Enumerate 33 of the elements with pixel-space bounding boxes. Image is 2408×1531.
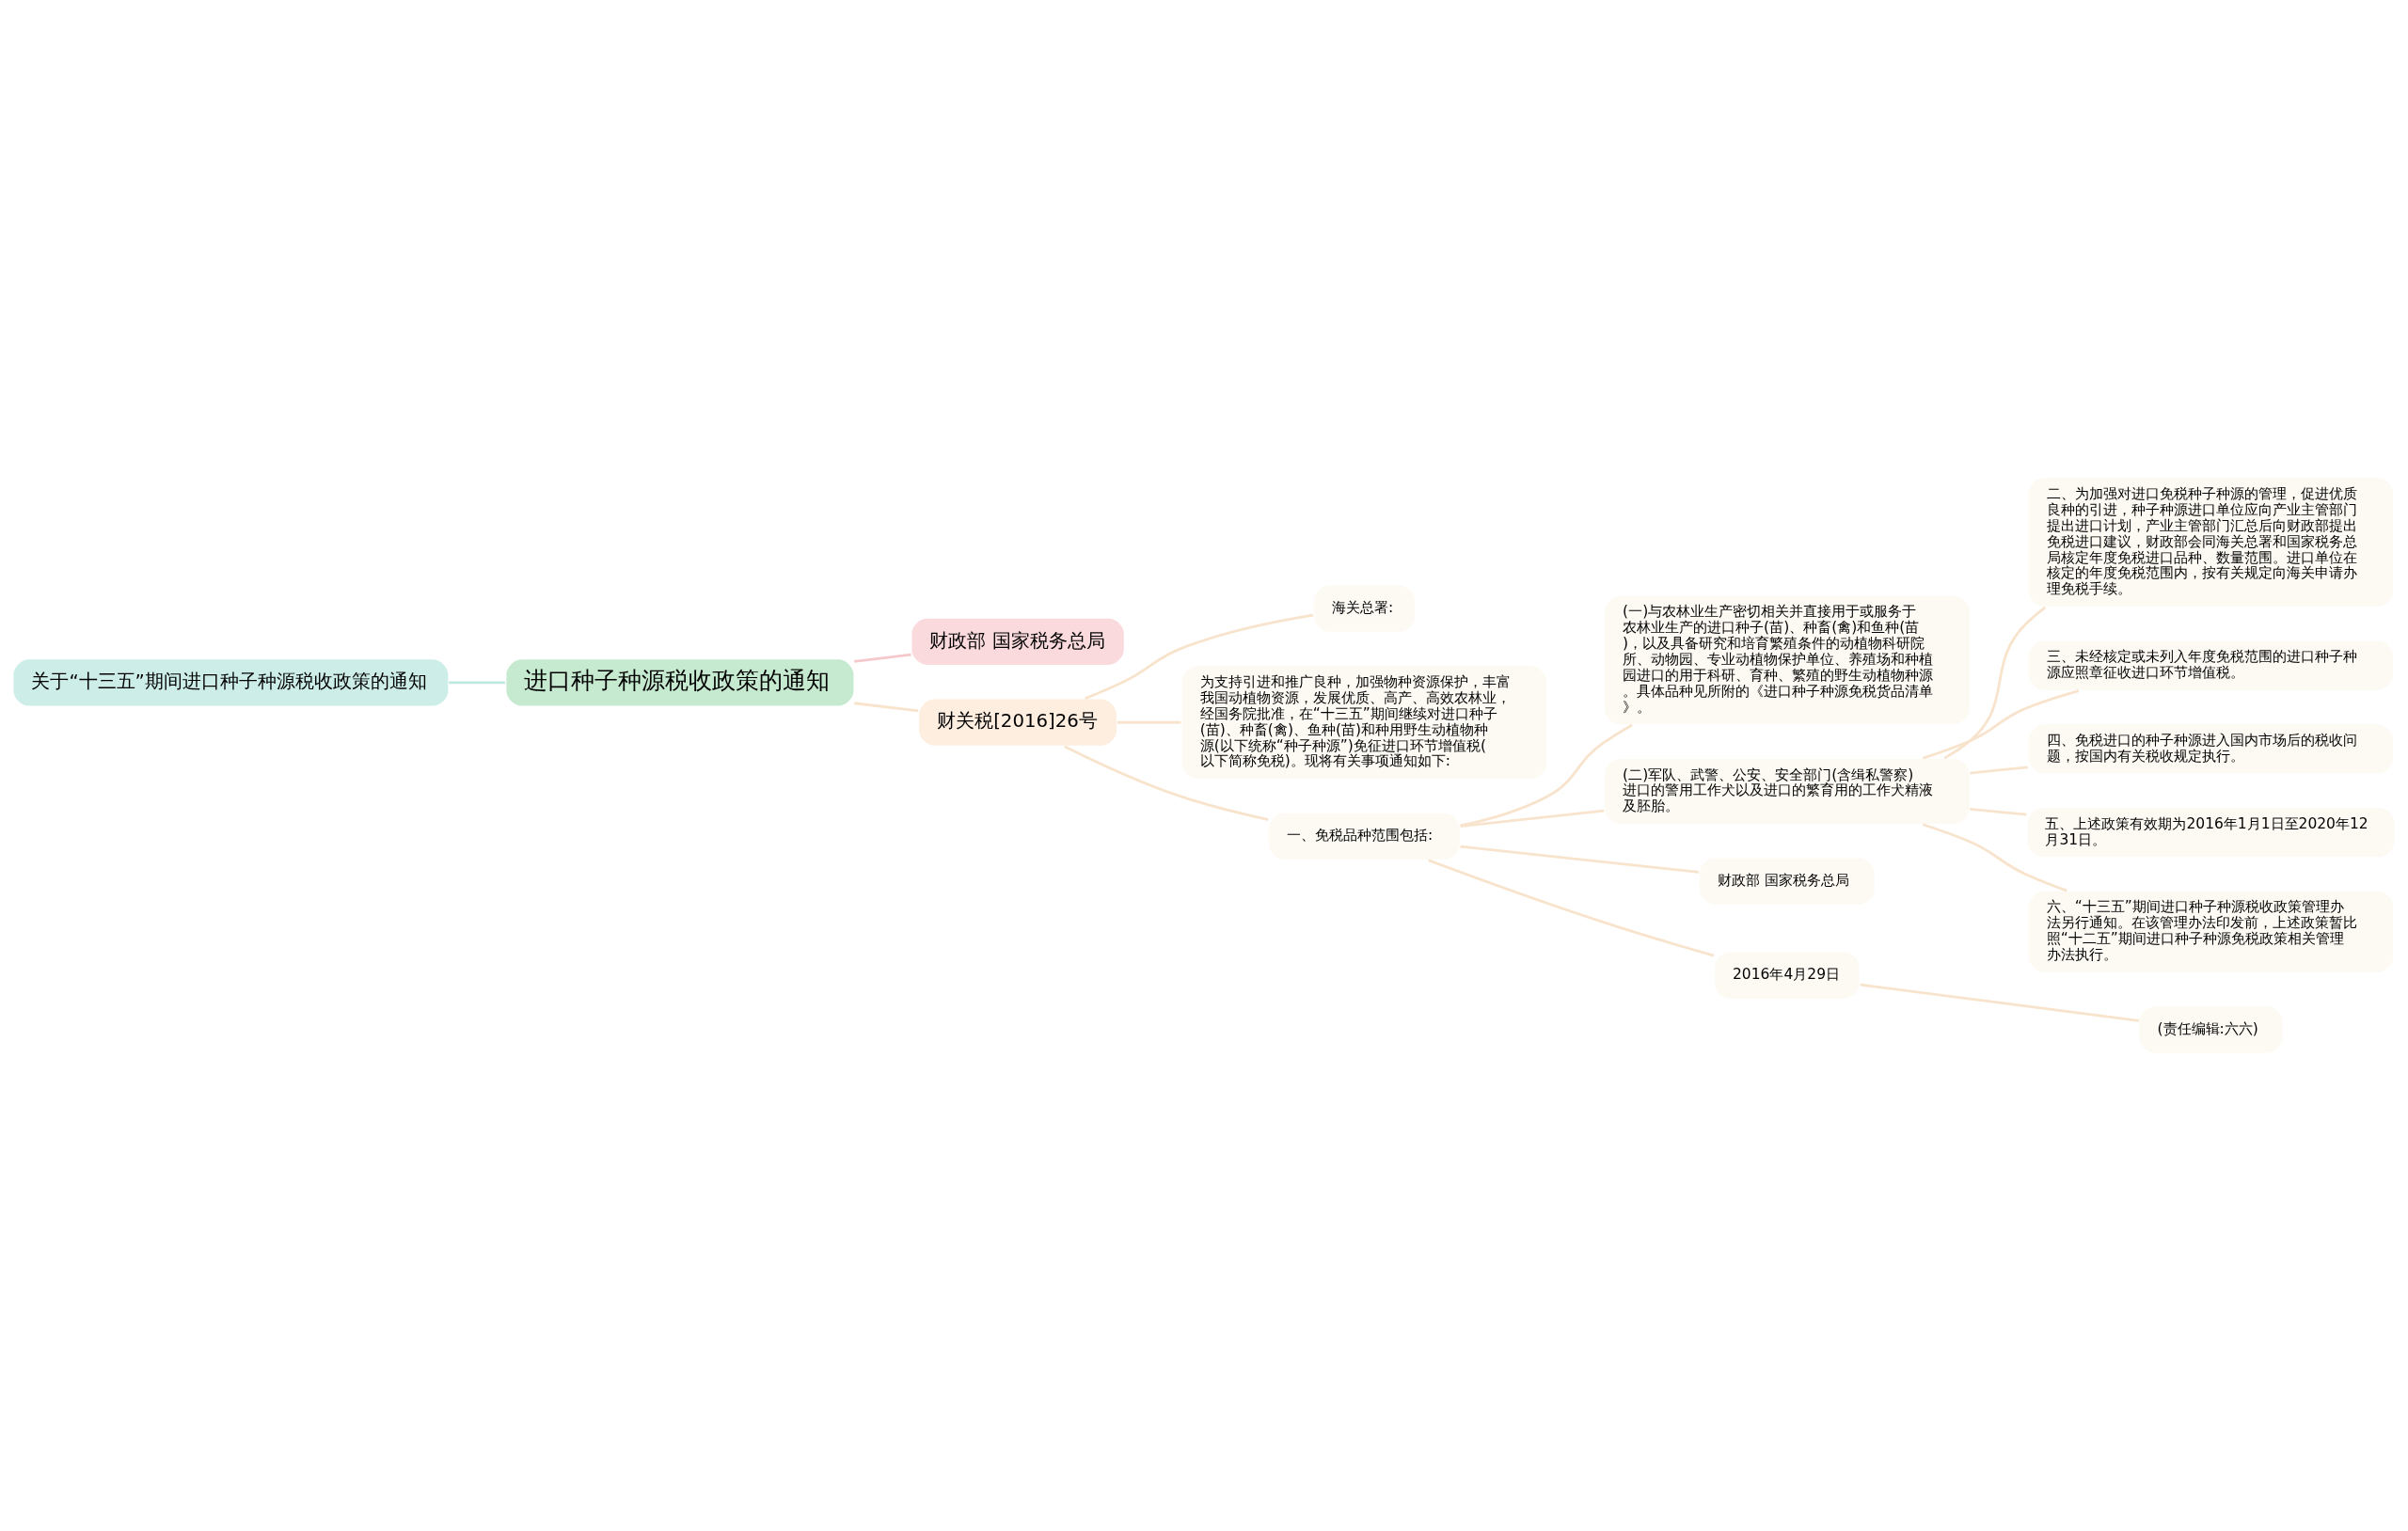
- node-box: 二、为加强对进口免税种子种源的管理，促进优质良种的引进，种子种源进口单位应向产业主管部门提出进口计划，产业主管部门汇总后向财政部提出免税进口建议，财政部会同海关总署和国家税务总局核定年度免税进口品种、数量范围。进口单位在核定的年度免税范围内，按有关规定向海关申请办理免税手续。: [2027, 476, 2395, 608]
- node-box: (二)军队、武警、公安、安全部门(含缉私警察)进口的警用工作犬以及进口的繁育用的工作犬精液及胚胎。: [1603, 757, 1971, 826]
- connector: [1922, 689, 2080, 760]
- node-box: 财政部 国家税务总局: [1698, 857, 1877, 907]
- node-box: 关于“十三五”期间进口种子种源税收政策的通知: [12, 657, 450, 708]
- node-box: (一)与农林业生产密切相关并直接用于或服务于农林业生产的进口种子(苗)、种畜(禽)和鱼种(苗)，以及具备研究和培育繁殖条件的动植物科研院所、动物园、专业动植物保护单位、养殖场和种植园进口的用于科研、育种、繁殖的野生动植物种源。具体品种见所附的《进口种子种源免税货品清单》。: [1603, 594, 1971, 726]
- connector: [1428, 859, 1715, 957]
- connector: [1460, 723, 1633, 828]
- node-box: 一、免税品种范围包括:: [1267, 812, 1462, 861]
- connector: [1970, 807, 2027, 816]
- connector: [1460, 809, 1605, 828]
- node-box: 五、上述政策有效期为2016年1月1日至2020年12月31日。: [2026, 806, 2396, 859]
- connector: [1922, 823, 2067, 892]
- node-box: 2016年4月29日: [1713, 951, 1861, 1001]
- node-box: 进口种子种源税收政策的通知: [504, 657, 855, 708]
- connector: [1085, 613, 1314, 701]
- connector: [1117, 720, 1181, 724]
- connector: [854, 653, 911, 663]
- connector: [1064, 745, 1269, 821]
- node-box: 四、免税进口的种子种源进入国内市场后的税收问题，按国内有关税收规定执行。: [2027, 722, 2395, 775]
- node-box: (责任编辑:六六): [2138, 1004, 2284, 1055]
- connector: [1460, 844, 1700, 874]
- node-box: 六、“十三五”期间进口种子种源税收政策管理办法另行通知。在该管理办法印发前，上述政策暂比照“十二五”期间进口种子种源免税政策相关管理办法执行。: [2027, 890, 2395, 974]
- node-box: 海关总署:: [1312, 584, 1417, 634]
- node-box: 财关税[2016]26号: [917, 698, 1118, 748]
- connector: [1860, 983, 2139, 1022]
- connector: [1943, 606, 2047, 760]
- connector: [1970, 766, 2028, 775]
- connector: [854, 702, 919, 713]
- node-box: 为支持引进和推广良种，加强物种资源保护，丰富我国动植物资源，发展优质、高产、高效农林业，经国务院批准，在“十三五”期间继续对进口种子(苗)、种畜(禽)、鱼种(苗)和种用野生动植物种源(以下统称“种子种源”)免征进口环节增值税(以下简称免税)。现将有关事项通知如下:: [1180, 664, 1548, 781]
- connector: [449, 681, 506, 685]
- node-box: 财政部 国家税务总局: [911, 617, 1126, 667]
- node-box: 三、未经核定或未列入年度免税范围的进口种子种源应照章征收进口环节增值税。: [2027, 639, 2395, 692]
